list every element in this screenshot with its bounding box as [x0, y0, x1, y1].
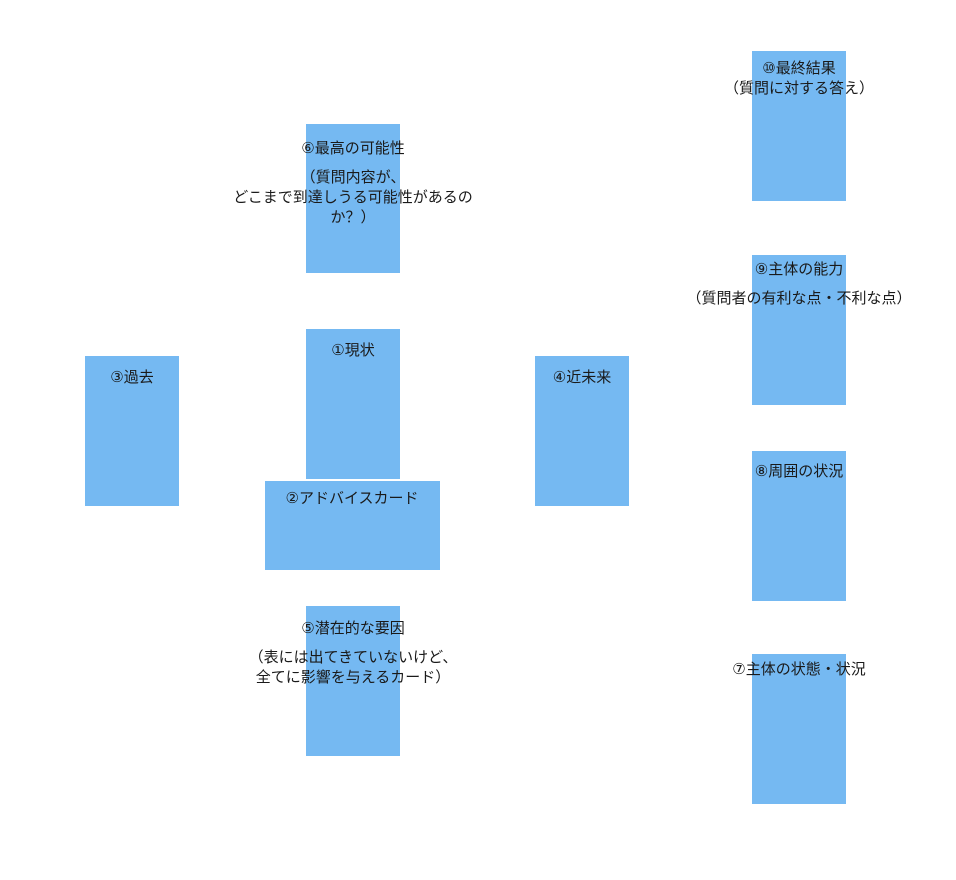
card-5-desc-line-2: 全てに影響を与えるカード） — [255, 668, 451, 686]
card-10-desc: （質問に対する答え） — [723, 79, 874, 97]
card-6-label: ⑥最高の可能性 （質問内容が、 どこまで到達しうる可能性があるの か？） — [203, 138, 503, 227]
card-7-title: ⑦主体の状態・状況 — [732, 660, 866, 678]
card-8-label: ⑧周囲の状況 — [699, 461, 899, 481]
card-10-label: ⑩最終結果 （質問に対する答え） — [674, 58, 924, 98]
card-8-title: ⑧周囲の状況 — [754, 462, 844, 480]
card-1-present — [306, 329, 400, 479]
card-1-title: ①現状 — [331, 341, 375, 359]
card-4-near-future — [535, 356, 629, 506]
card-6-desc-line-2: どこまで到達しうる可能性があるの — [233, 188, 473, 206]
card-5-desc-line-1: （表には出てきていないけど、 — [248, 648, 458, 666]
card-3-title: ③過去 — [110, 368, 154, 386]
card-6-title: ⑥最高の可能性 — [301, 139, 405, 157]
card-7-label: ⑦主体の状態・状況 — [679, 659, 919, 679]
card-1-label: ①現状 — [278, 340, 428, 360]
card-10-final-result — [752, 51, 846, 201]
card-6-desc-line-1: （質問内容が、 — [300, 168, 406, 186]
card-9-title: ⑨主体の能力 — [754, 260, 844, 278]
card-10-title: ⑩最終結果 — [762, 59, 836, 77]
card-9-label: ⑨主体の能力 （質問者の有利な点・不利な点） — [649, 259, 949, 308]
card-9-subject-ability — [752, 255, 846, 405]
card-4-title: ④近未来 — [552, 368, 612, 386]
card-3-past — [85, 356, 179, 506]
card-4-label: ④近未来 — [507, 367, 657, 387]
card-2-title: ②アドバイスカード — [285, 489, 419, 507]
card-9-desc: （質問者の有利な点・不利な点） — [686, 289, 912, 307]
card-6-desc-line-3: か？） — [330, 208, 376, 226]
card-5-hidden-factor — [306, 606, 400, 756]
card-5-label: ⑤潜在的な要因 （表には出てきていないけど、 全てに影響を与えるカード） — [203, 618, 503, 687]
card-8-surroundings — [752, 451, 846, 601]
card-6-best-potential — [306, 124, 400, 273]
card-7-subject-state — [752, 654, 846, 804]
card-3-label: ③過去 — [57, 367, 207, 387]
card-2-advice — [265, 481, 440, 570]
card-5-title: ⑤潜在的な要因 — [301, 619, 405, 637]
card-2-label: ②アドバイスカード — [252, 488, 452, 508]
